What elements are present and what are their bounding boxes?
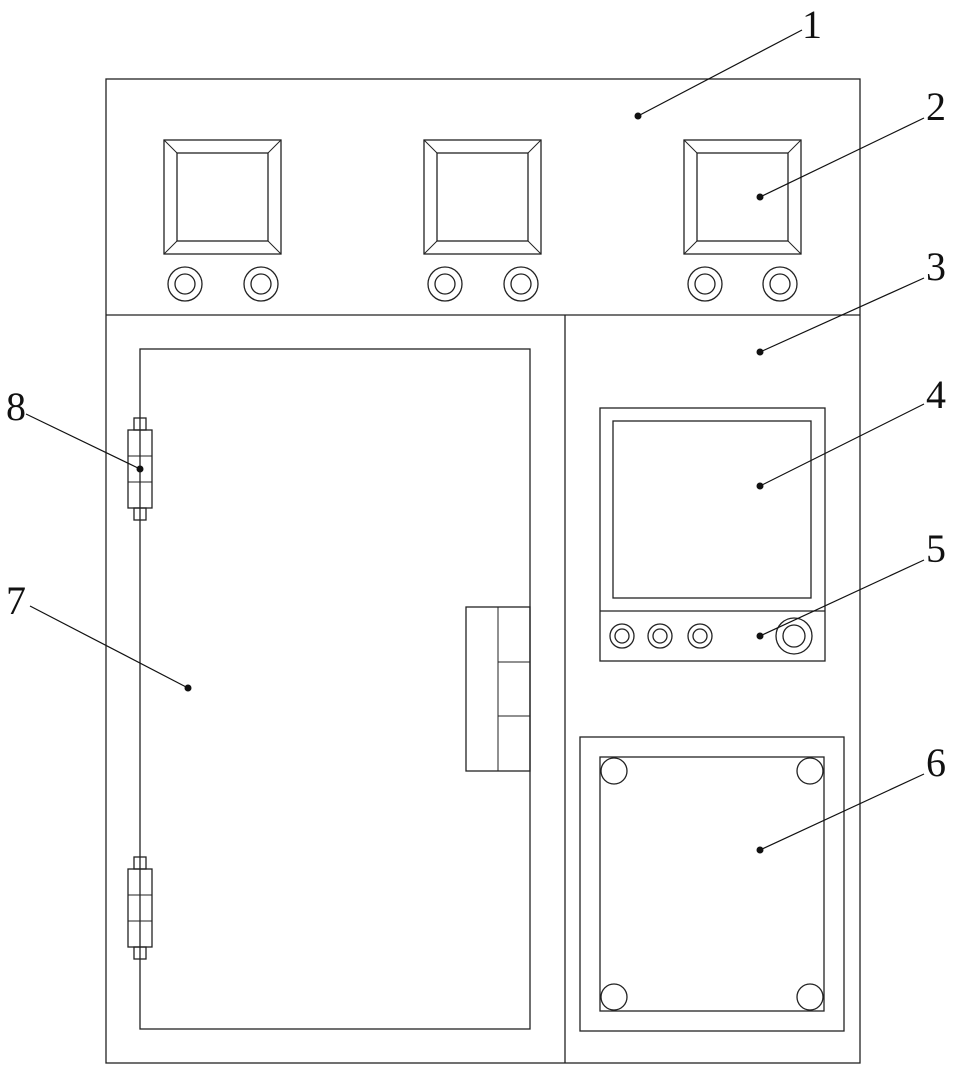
- callout-label-8: 8: [6, 384, 26, 429]
- callout-label-2: 2: [926, 84, 946, 129]
- callout-label-5: 5: [926, 526, 946, 571]
- knob-4: [504, 267, 538, 301]
- callout-label-6: 6: [926, 740, 946, 785]
- leader-1: [635, 30, 803, 120]
- meter-center: [424, 140, 541, 254]
- knob-5: [688, 267, 722, 301]
- meter-right: [684, 140, 801, 254]
- knob-1: [168, 267, 202, 301]
- leader-7: [30, 606, 192, 692]
- control-buttons: [610, 618, 812, 654]
- leader-8: [26, 414, 144, 473]
- callout-label-4: 4: [926, 372, 946, 417]
- access-plate: [580, 737, 844, 1031]
- door-handle: [466, 607, 530, 771]
- meter-left: [164, 140, 281, 254]
- display-unit: [600, 408, 825, 661]
- knob-2: [244, 267, 278, 301]
- leader-3: [757, 278, 925, 356]
- knob-6: [763, 267, 797, 301]
- leader-4: [757, 404, 925, 490]
- callout-label-7: 7: [6, 578, 26, 623]
- knob-3: [428, 267, 462, 301]
- callout-label-3: 3: [926, 244, 946, 289]
- leader-2: [757, 118, 925, 201]
- door: [140, 349, 530, 1029]
- cabinet-outline: [106, 79, 860, 1063]
- leader-5: [757, 560, 925, 640]
- callout-label-1: 1: [802, 2, 822, 47]
- leader-6: [757, 774, 925, 854]
